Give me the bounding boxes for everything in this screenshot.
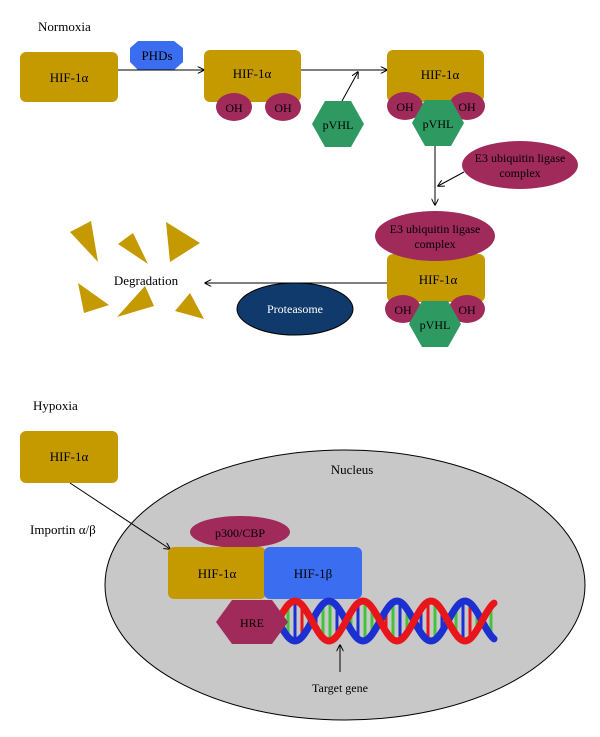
pvhl-hexagon — [412, 100, 464, 146]
pvhl-hexagon: pVHL — [312, 101, 364, 147]
hif1b-box: HIF-1β — [264, 547, 362, 599]
pvhl-hexagon — [409, 301, 461, 347]
hif1a-label: HIF-1α — [421, 67, 460, 82]
fragment — [118, 233, 148, 264]
p300-cbp: p300/CBP — [190, 516, 290, 548]
target-gene-label: Target gene — [312, 681, 368, 695]
phds-octagon: PHDs — [130, 41, 183, 70]
arrow-pvhl-to-path — [341, 72, 358, 102]
hif1a-label: HIF-1α — [50, 449, 89, 464]
e3-label-line2: complex — [499, 166, 540, 180]
hif1a-pvhl-complex: HIF-1α OH OH pVHL — [387, 50, 485, 146]
e3-label-line2: complex — [414, 237, 455, 251]
oh-label: OH — [394, 303, 412, 317]
e3-ligase-free: E3 ubiquitin ligase complex — [462, 141, 578, 189]
hre-hexagon: HRE — [216, 600, 288, 644]
hre-label: HRE — [240, 616, 264, 630]
oh-group — [385, 295, 421, 323]
hif1a-box-hypoxia: HIF-1α — [20, 431, 118, 483]
oh-group — [449, 295, 485, 323]
oh-group — [216, 93, 252, 121]
p300-label: p300/CBP — [215, 526, 265, 540]
fragment — [175, 293, 204, 319]
degradation-fragments — [70, 221, 204, 319]
importin-label: Importin α/β — [30, 522, 96, 537]
e3-ligase-bound — [375, 211, 495, 261]
e3-label-line1: E3 ubiquitin ligase — [475, 151, 566, 165]
oh-label: OH — [458, 100, 476, 114]
hif1a-hydroxylated: HIF-1α OH OH — [204, 50, 301, 121]
nucleus-label: Nucleus — [331, 462, 374, 477]
phds-label: PHDs — [141, 48, 172, 63]
oh-label: OH — [458, 303, 476, 317]
arrow-e3-recruit — [438, 171, 465, 186]
pvhl-label: pVHL — [423, 117, 454, 131]
hif1a-label: HIF-1α — [50, 70, 89, 85]
dna-helix — [274, 597, 498, 645]
hif1a-box-1: HIF-1α — [20, 52, 118, 102]
oh-group — [387, 92, 423, 120]
hif1a-label: HIF-1α — [233, 66, 272, 81]
fragment — [166, 222, 200, 262]
hif1a-ubiquitinated-complex: HIF-1α E3 ubiquitin ligase complex OH OH… — [375, 211, 495, 347]
oh-label: OH — [225, 101, 243, 115]
dna-backbone — [274, 597, 498, 645]
fragment — [70, 221, 98, 262]
oh-label: OH — [274, 101, 292, 115]
degradation-label: Degradation — [114, 273, 179, 288]
oh-label: OH — [396, 100, 414, 114]
proteasome: Proteasome — [236, 282, 354, 336]
pvhl-label: pVHL — [323, 118, 354, 132]
proteasome-label: Proteasome — [267, 302, 323, 316]
pvhl-label: pVHL — [420, 318, 451, 332]
dna-backbone — [274, 597, 498, 645]
hif1a-nuclear: HIF-1α — [168, 547, 266, 599]
e3-label-line1: E3 ubiquitin ligase — [390, 222, 481, 236]
hypoxia-title: Hypoxia — [33, 398, 78, 413]
normoxia-title: Normoxia — [38, 19, 91, 34]
hif1b-label: HIF-1β — [294, 566, 333, 581]
fragment — [78, 283, 109, 313]
hif1a-label: HIF-1α — [419, 272, 458, 287]
fragment — [117, 286, 154, 317]
arrow-nuclear-import — [69, 482, 170, 549]
hif1a-label: HIF-1α — [198, 566, 237, 581]
oh-group — [265, 93, 301, 121]
